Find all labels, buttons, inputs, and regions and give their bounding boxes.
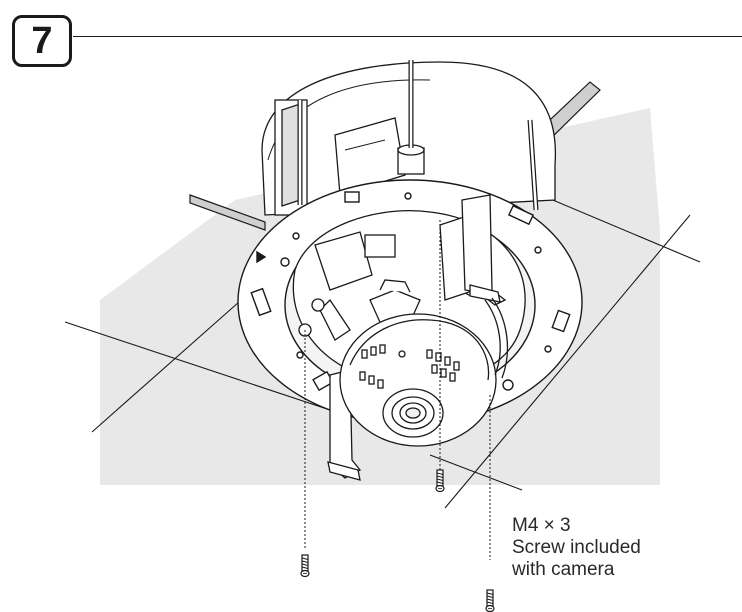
screw-center <box>435 469 445 493</box>
screw-right <box>485 589 495 612</box>
dome-camera-head <box>339 297 509 447</box>
header-divider <box>73 36 742 37</box>
step-number-badge: 7 <box>12 15 72 67</box>
callout-line-3: with camera <box>512 559 615 580</box>
screw-left <box>300 554 310 578</box>
camera-back-box <box>261 60 557 216</box>
step-number: 7 <box>31 19 53 62</box>
screw-callout: M4 × 3 Screw included with camera <box>512 515 641 581</box>
callout-line-2: Screw included <box>512 537 641 558</box>
callout-line-1: M4 × 3 <box>512 515 571 536</box>
mounting-brackets <box>327 194 507 481</box>
screw-guide-lines <box>304 220 491 560</box>
